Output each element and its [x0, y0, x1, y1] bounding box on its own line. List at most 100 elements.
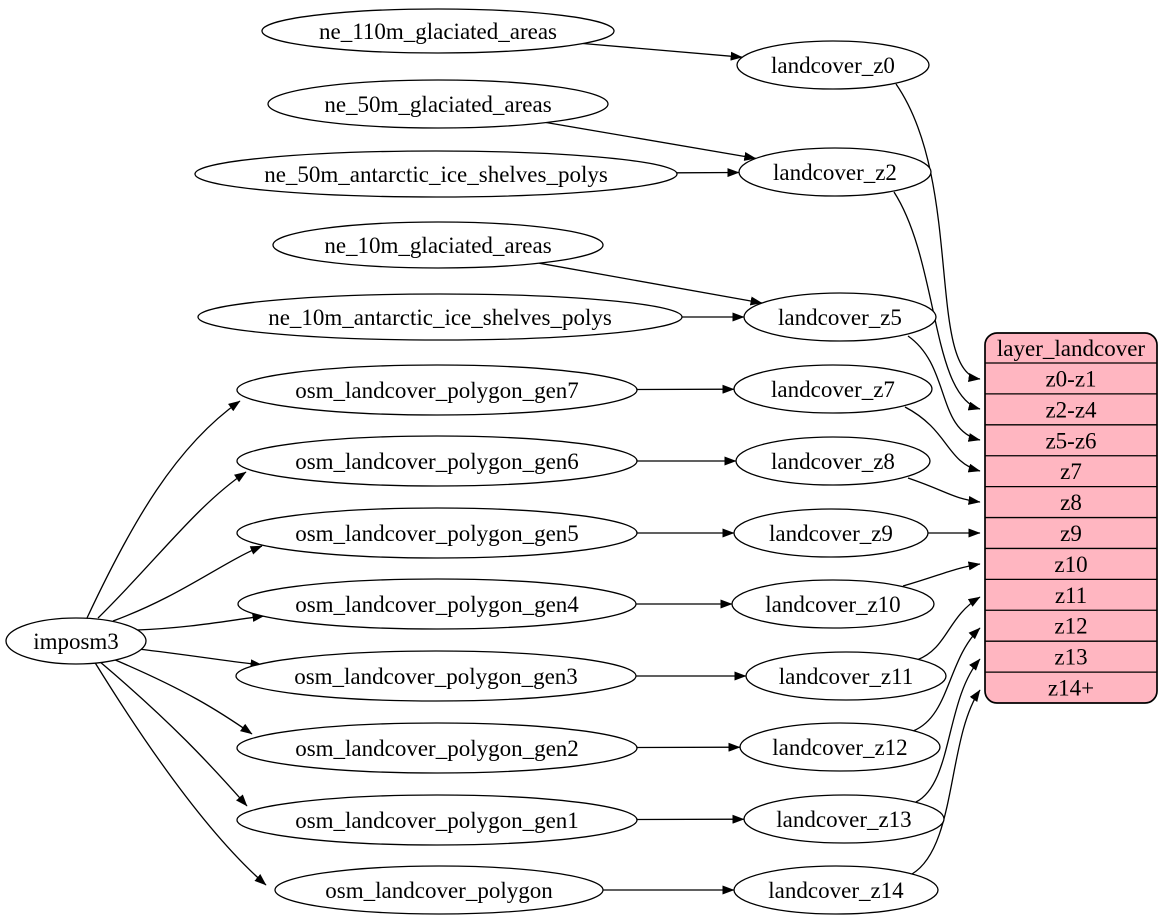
node-shape-ne_10m_antarctic_ice_shelves_polys [197, 293, 683, 341]
node-label-landcover_z9: landcover_z9 [769, 521, 893, 546]
edge-ne_50m_glaciated_areas-to-landcover_z2 [545, 121, 757, 161]
edge-ne_10m_glaciated_areas-to-landcover_z5 [539, 262, 763, 306]
node-shape-osm_landcover_polygon_gen6 [236, 435, 638, 487]
node-label-ne_10m_antarctic_ice_shelves_polys: ne_10m_antarctic_ice_shelves_polys [268, 305, 612, 330]
node-shape-osm_landcover_polygon_gen4 [237, 578, 637, 630]
node-shape-landcover_z14 [733, 865, 939, 915]
node-landcover_z9: landcover_z9 [733, 508, 929, 558]
node-label-landcover_z2: landcover_z2 [773, 160, 897, 185]
node-label-ne_110m_glaciated_areas: ne_110m_glaciated_areas [319, 19, 557, 44]
edge-landcover_z2-to-row-z2-z4 [893, 191, 981, 411]
node-shape-landcover_z13 [743, 794, 945, 844]
node-ne_50m_glaciated_areas: ne_50m_glaciated_areas [267, 79, 609, 129]
node-shape-ne_50m_antarctic_ice_shelves_polys [194, 150, 678, 198]
edge-landcover_z0-to-row-z0-z1 [895, 83, 981, 382]
node-label-ne_10m_glaciated_areas: ne_10m_glaciated_areas [324, 233, 551, 258]
node-label-landcover_z8: landcover_z8 [771, 449, 895, 474]
table-row-label-z2-z4: z2-z4 [1045, 397, 1097, 422]
node-imposm3: imposm3 [5, 617, 147, 665]
node-shape-landcover_z10 [731, 579, 935, 629]
table-row-z11: z11 [985, 578, 1157, 608]
node-label-osm_landcover_polygon_gen7: osm_landcover_polygon_gen7 [295, 378, 579, 403]
node-label-ne_50m_antarctic_ice_shelves_polys: ne_50m_antarctic_ice_shelves_polys [264, 162, 608, 187]
node-osm_landcover_polygon_gen2: osm_landcover_polygon_gen2 [236, 722, 638, 774]
node-shape-landcover_z2 [738, 147, 932, 197]
node-osm_landcover_polygon_gen7: osm_landcover_polygon_gen7 [236, 364, 638, 416]
table-row-label-z14+: z14+ [1048, 676, 1094, 701]
node-landcover_z7: landcover_z7 [733, 364, 933, 414]
table-row-label-z9: z9 [1060, 521, 1082, 546]
node-shape-ne_50m_glaciated_areas [267, 79, 609, 129]
table-row-z0-z1: z0-z1 [1045, 366, 1096, 391]
table-row-label-z10: z10 [1054, 552, 1087, 577]
node-landcover_z11: landcover_z11 [745, 651, 947, 701]
node-landcover_z8: landcover_z8 [735, 436, 931, 486]
node-shape-osm_landcover_polygon_gen5 [236, 507, 638, 559]
edge-landcover_z12-to-row-z12 [912, 627, 981, 732]
node-landcover_z13: landcover_z13 [743, 794, 945, 844]
node-landcover_z0: landcover_z0 [736, 40, 930, 90]
table-row-z12: z12 [985, 609, 1157, 639]
node-shape-landcover_z7 [733, 364, 933, 414]
node-shape-osm_landcover_polygon_gen3 [235, 650, 637, 702]
node-label-osm_landcover_polygon_gen5: osm_landcover_polygon_gen5 [295, 521, 579, 546]
node-osm_landcover_polygon: osm_landcover_polygon [274, 865, 604, 915]
table-layer_landcover: layer_landcoverz0-z1z2-z4z5-z6z7z8z9z10z… [984, 332, 1158, 704]
node-shape-landcover_z11 [745, 651, 947, 701]
edges-layer [86, 42, 981, 895]
table-row-label-z12: z12 [1054, 614, 1087, 639]
node-shape-osm_landcover_polygon_gen2 [236, 722, 638, 774]
node-shape-landcover_z5 [743, 292, 937, 342]
edge-imposm3-to-osm_landcover_polygon_gen2 [112, 658, 253, 735]
edge-landcover_z7-to-row-z7 [904, 406, 981, 473]
node-shape-osm_landcover_polygon_gen7 [236, 364, 638, 416]
edge-landcover_z10-to-row-z10 [902, 561, 981, 587]
node-osm_landcover_polygon_gen1: osm_landcover_polygon_gen1 [236, 794, 638, 846]
table-row-label-z13: z13 [1054, 645, 1087, 670]
node-label-osm_landcover_polygon: osm_landcover_polygon [325, 878, 553, 903]
node-label-landcover_z10: landcover_z10 [765, 592, 900, 617]
table-row-label-z5-z6: z5-z6 [1045, 428, 1096, 453]
table-row-z14+: z14+ [985, 671, 1157, 701]
edge-imposm3-to-osm_landcover_polygon_gen5 [112, 545, 263, 622]
edge-landcover_z8-to-row-z8 [907, 477, 981, 505]
node-landcover_z12: landcover_z12 [739, 722, 941, 772]
node-label-landcover_z7: landcover_z7 [771, 377, 895, 402]
node-shape-ne_110m_glaciated_areas [261, 8, 615, 54]
node-ne_10m_antarctic_ice_shelves_polys: ne_10m_antarctic_ice_shelves_polys [197, 293, 683, 341]
node-shape-landcover_z12 [739, 722, 941, 772]
node-shape-landcover_z9 [733, 508, 929, 558]
node-label-landcover_z14: landcover_z14 [768, 878, 904, 903]
node-osm_landcover_polygon_gen4: osm_landcover_polygon_gen4 [237, 578, 637, 630]
node-label-osm_landcover_polygon_gen4: osm_landcover_polygon_gen4 [295, 592, 579, 617]
node-shape-ne_10m_glaciated_areas [272, 221, 604, 269]
node-label-landcover_z5: landcover_z5 [778, 305, 902, 330]
edge-landcover_z5-to-row-z5-z6 [907, 335, 981, 442]
edge-landcover_z11-to-row-z11 [916, 596, 981, 661]
node-label-osm_landcover_polygon_gen2: osm_landcover_polygon_gen2 [295, 736, 579, 761]
node-landcover_z14: landcover_z14 [733, 865, 939, 915]
nodes-layer: imposm3 ne_110m_glaciated_areas ne_50m_gla… [5, 8, 947, 915]
node-label-landcover_z0: landcover_z0 [771, 53, 895, 78]
edge-imposm3-to-osm_landcover_polygon [93, 660, 267, 886]
table-row-z13: z13 [985, 640, 1157, 670]
node-landcover_z5: landcover_z5 [743, 292, 937, 342]
node-shape-osm_landcover_polygon_gen1 [236, 794, 638, 846]
node-shape-landcover_z0 [736, 40, 930, 90]
node-shape-osm_landcover_polygon [274, 865, 604, 915]
edge-landcover_z13-to-row-z13 [915, 658, 981, 803]
table-row-label-z7: z7 [1060, 459, 1082, 484]
edge-imposm3-to-osm_landcover_polygon_gen4 [136, 612, 265, 631]
node-label-landcover_z11: landcover_z11 [779, 664, 914, 689]
edge-imposm3-to-osm_landcover_polygon_gen1 [98, 660, 248, 807]
node-osm_landcover_polygon_gen6: osm_landcover_polygon_gen6 [236, 435, 638, 487]
node-label-imposm3: imposm3 [33, 629, 119, 654]
table-row-z7: z7 [985, 455, 1157, 484]
table-row-label-z11: z11 [1055, 583, 1087, 608]
node-label-landcover_z13: landcover_z13 [776, 807, 911, 832]
node-landcover_z10: landcover_z10 [731, 579, 935, 629]
table-row-label-z8: z8 [1060, 490, 1082, 515]
node-osm_landcover_polygon_gen5: osm_landcover_polygon_gen5 [236, 507, 638, 559]
